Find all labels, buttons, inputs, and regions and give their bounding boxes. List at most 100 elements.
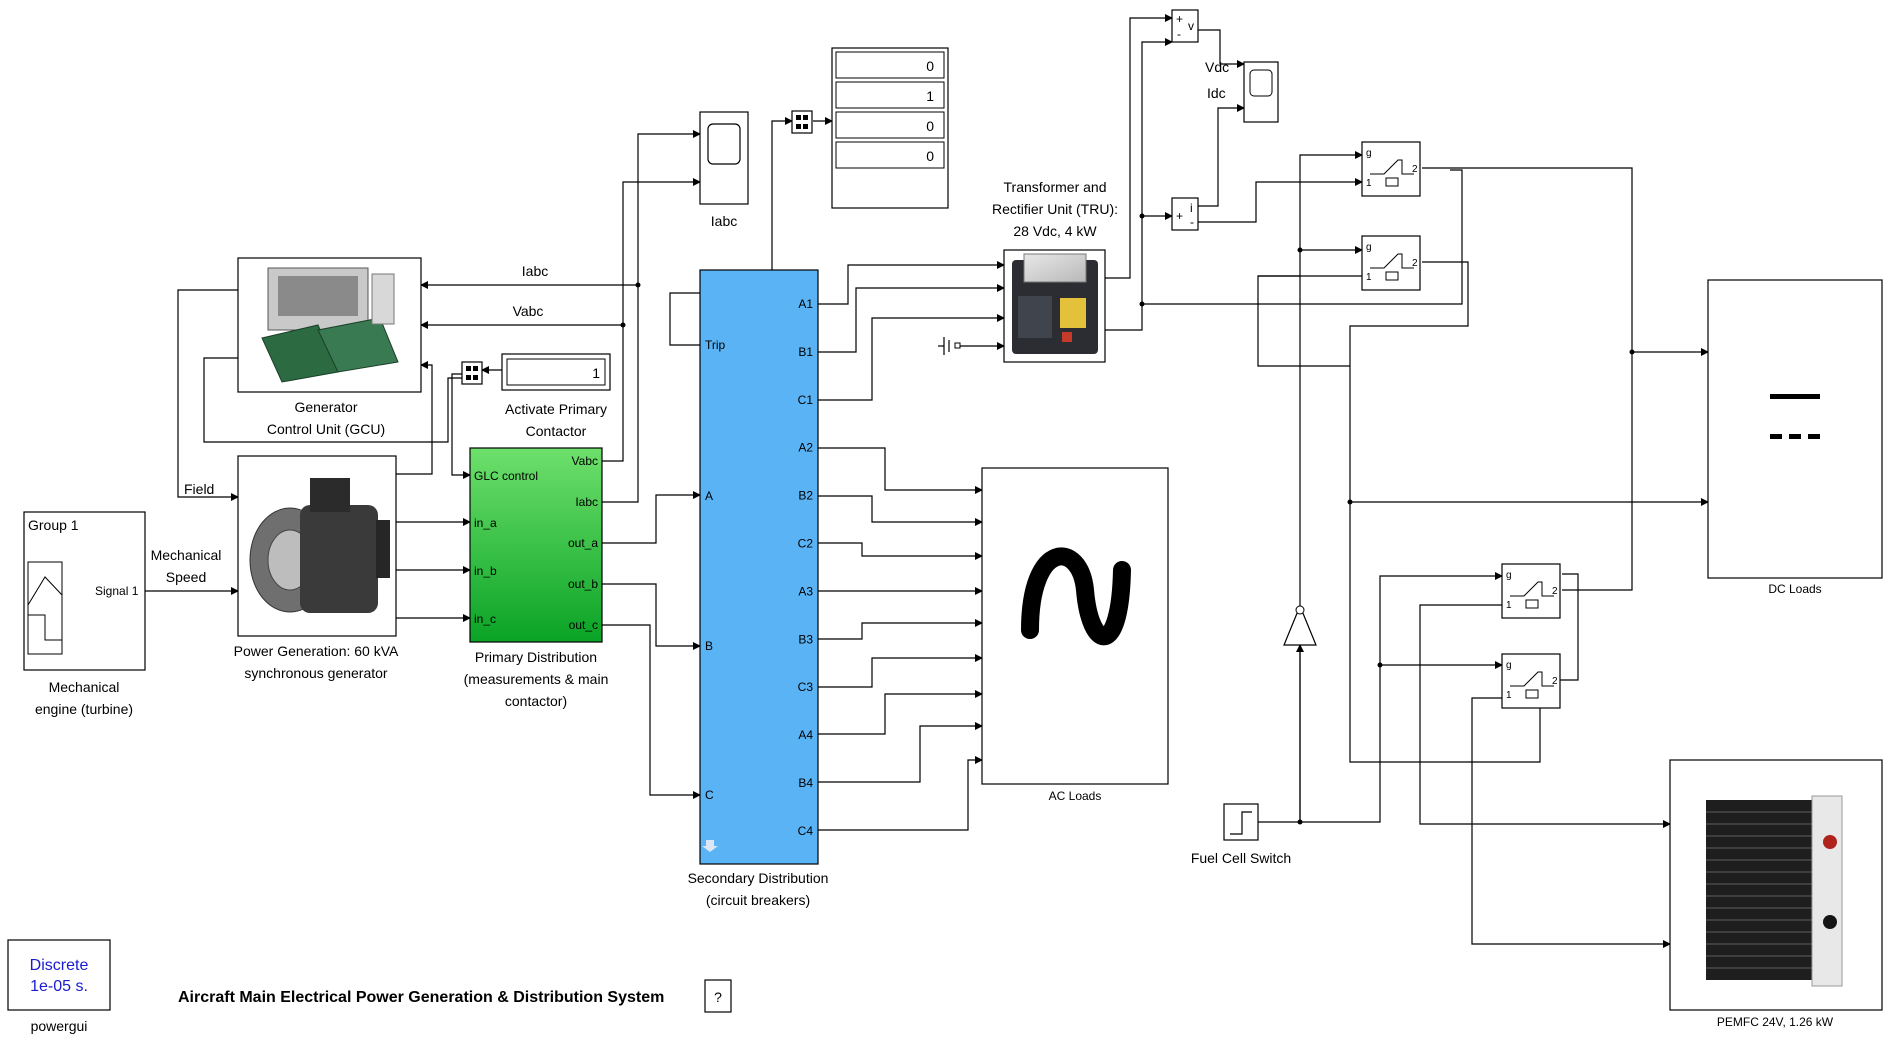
pd-in-c: in_c (474, 612, 496, 626)
tru-label-3: 28 Vdc, 4 kW (1013, 223, 1097, 239)
sd-out-c3: C3 (798, 680, 814, 694)
breaker-port-g: g (1506, 660, 1512, 671)
activate-contactor-label-2: Contactor (526, 423, 587, 439)
help-button[interactable]: ? (705, 980, 731, 1012)
dc-breaker-4[interactable]: g 1 2 (1502, 654, 1560, 708)
dc-loads-block[interactable] (1708, 280, 1882, 578)
powergui-block[interactable]: Discrete 1e-05 s. (8, 940, 110, 1010)
pd-in-a: in_a (474, 516, 497, 530)
sd-out-a1: A1 (798, 297, 813, 311)
activate-contactor-constant[interactable]: 1 (502, 354, 610, 390)
help-button-label: ? (714, 989, 722, 1005)
sd-out-b2: B2 (798, 489, 813, 503)
mech-speed-label-2: Speed (166, 569, 206, 585)
breaker-port-in: 1 (1506, 690, 1512, 701)
breaker-port-out: 2 (1552, 676, 1558, 687)
breaker-port-out: 2 (1412, 258, 1418, 269)
sd-out-b3: B3 (798, 632, 813, 646)
breaker-port-in: 1 (1506, 600, 1512, 611)
mech-speed-label-1: Mechanical (151, 547, 222, 563)
iabc-scope-label: Iabc (711, 213, 737, 229)
current-sensor-i: i (1190, 201, 1193, 215)
breaker-port-in: 1 (1366, 272, 1372, 283)
page-title: Aircraft Main Electrical Power Generatio… (178, 989, 664, 1006)
pd-label-1: Primary Distribution (475, 649, 597, 665)
current-sensor-minus: - (1190, 215, 1194, 229)
current-sensor-plus: + (1176, 209, 1183, 223)
pemfc-label: PEMFC 24V, 1.26 kW (1717, 1015, 1834, 1029)
sd-out-c2: C2 (798, 537, 814, 551)
current-sensor[interactable]: + - i (1172, 198, 1198, 230)
primary-distribution-block[interactable]: GLC control in_a in_b in_c Vabc Iabc out… (470, 448, 602, 642)
voltage-sensor-v: v (1188, 19, 1194, 33)
generator-block[interactable] (238, 456, 396, 636)
sd-in-b: B (705, 639, 713, 653)
pd-label-3: contactor) (505, 693, 567, 709)
sd-out-c1: C1 (798, 393, 814, 407)
pd-out-vabc: Vabc (572, 454, 598, 468)
powergui-label: powergui (31, 1018, 88, 1034)
demux-breaker-state[interactable] (792, 111, 812, 133)
activate-contactor-label-1: Activate Primary (505, 401, 607, 417)
iabc-scope[interactable] (700, 112, 748, 204)
idc-label: Idc (1207, 85, 1226, 101)
sd-out-b4: B4 (798, 776, 813, 790)
sd-out-a4: A4 (798, 728, 813, 742)
tru-label-2: Rectifier Unit (TRU): (992, 201, 1118, 217)
signal-builder-block[interactable]: Group 1 Signal 1 (24, 512, 145, 670)
sd-out-a3: A3 (798, 584, 813, 598)
pd-out-c: out_c (569, 618, 598, 632)
breaker-port-g: g (1366, 148, 1372, 159)
sd-in-a: A (705, 489, 713, 503)
pd-out-iabc: Iabc (575, 495, 598, 509)
pd-out-a: out_a (568, 536, 598, 550)
display-value-1: 0 (926, 58, 934, 74)
activate-contactor-value: 1 (592, 365, 600, 381)
ac-loads-label: AC Loads (1049, 789, 1102, 803)
sd-out-c4: C4 (798, 824, 814, 838)
vabc-signal-label: Vabc (513, 303, 544, 319)
display-value-2: 1 (926, 88, 934, 104)
sd-in-trip: Trip (705, 338, 726, 352)
pemfc-block[interactable] (1670, 760, 1882, 1010)
dc-loads-label: DC Loads (1768, 582, 1821, 596)
signal-builder-label-1: Mechanical (49, 679, 120, 695)
signal-builder-label-2: engine (turbine) (35, 701, 133, 717)
powergui-line-2: 1e-05 s. (30, 978, 88, 995)
iabc-signal-label: Iabc (522, 263, 548, 279)
sd-out-b1: B1 (798, 345, 813, 359)
pd-out-b: out_b (568, 577, 598, 591)
dc-scope[interactable] (1244, 62, 1278, 122)
breaker-port-out: 2 (1552, 586, 1558, 597)
breaker-port-out: 2 (1412, 164, 1418, 175)
fuel-cell-switch-label: Fuel Cell Switch (1191, 850, 1291, 866)
dc-breaker-3[interactable]: g12 (1502, 564, 1560, 618)
display-value-3: 0 (926, 118, 934, 134)
ac-loads-block[interactable] (982, 468, 1168, 784)
generator-label-1: Power Generation: 60 kVA (234, 643, 399, 659)
tru-block[interactable] (1004, 250, 1105, 362)
sd-label-1: Secondary Distribution (688, 870, 829, 886)
gcu-label-2: Control Unit (GCU) (267, 421, 385, 437)
dc-breaker-2[interactable]: g 1 2 (1362, 236, 1420, 290)
breaker-status-display[interactable]: 0 1 0 0 (832, 48, 948, 208)
signal-label: Signal 1 (95, 584, 139, 598)
voltage-sensor-plus: + (1176, 12, 1183, 26)
breaker-port-g: g (1366, 242, 1372, 253)
mux-contactor[interactable] (462, 362, 482, 384)
voltage-sensor[interactable]: + - v (1172, 10, 1198, 42)
tru-label-1: Transformer and (1004, 179, 1107, 195)
pd-in-b: in_b (474, 564, 497, 578)
breaker-port-in: 1 (1366, 178, 1372, 189)
pd-in-glc: GLC control (474, 469, 538, 483)
vdc-label: Vdc (1205, 59, 1229, 75)
generator-label-2: synchronous generator (244, 665, 388, 681)
not-gate[interactable] (1284, 606, 1316, 645)
gcu-block[interactable] (238, 258, 421, 392)
sd-in-c: C (705, 788, 714, 802)
ground-symbol (938, 337, 960, 355)
dc-breaker-1[interactable]: g 1 2 (1362, 142, 1420, 196)
fuel-cell-switch-block[interactable] (1224, 804, 1258, 840)
